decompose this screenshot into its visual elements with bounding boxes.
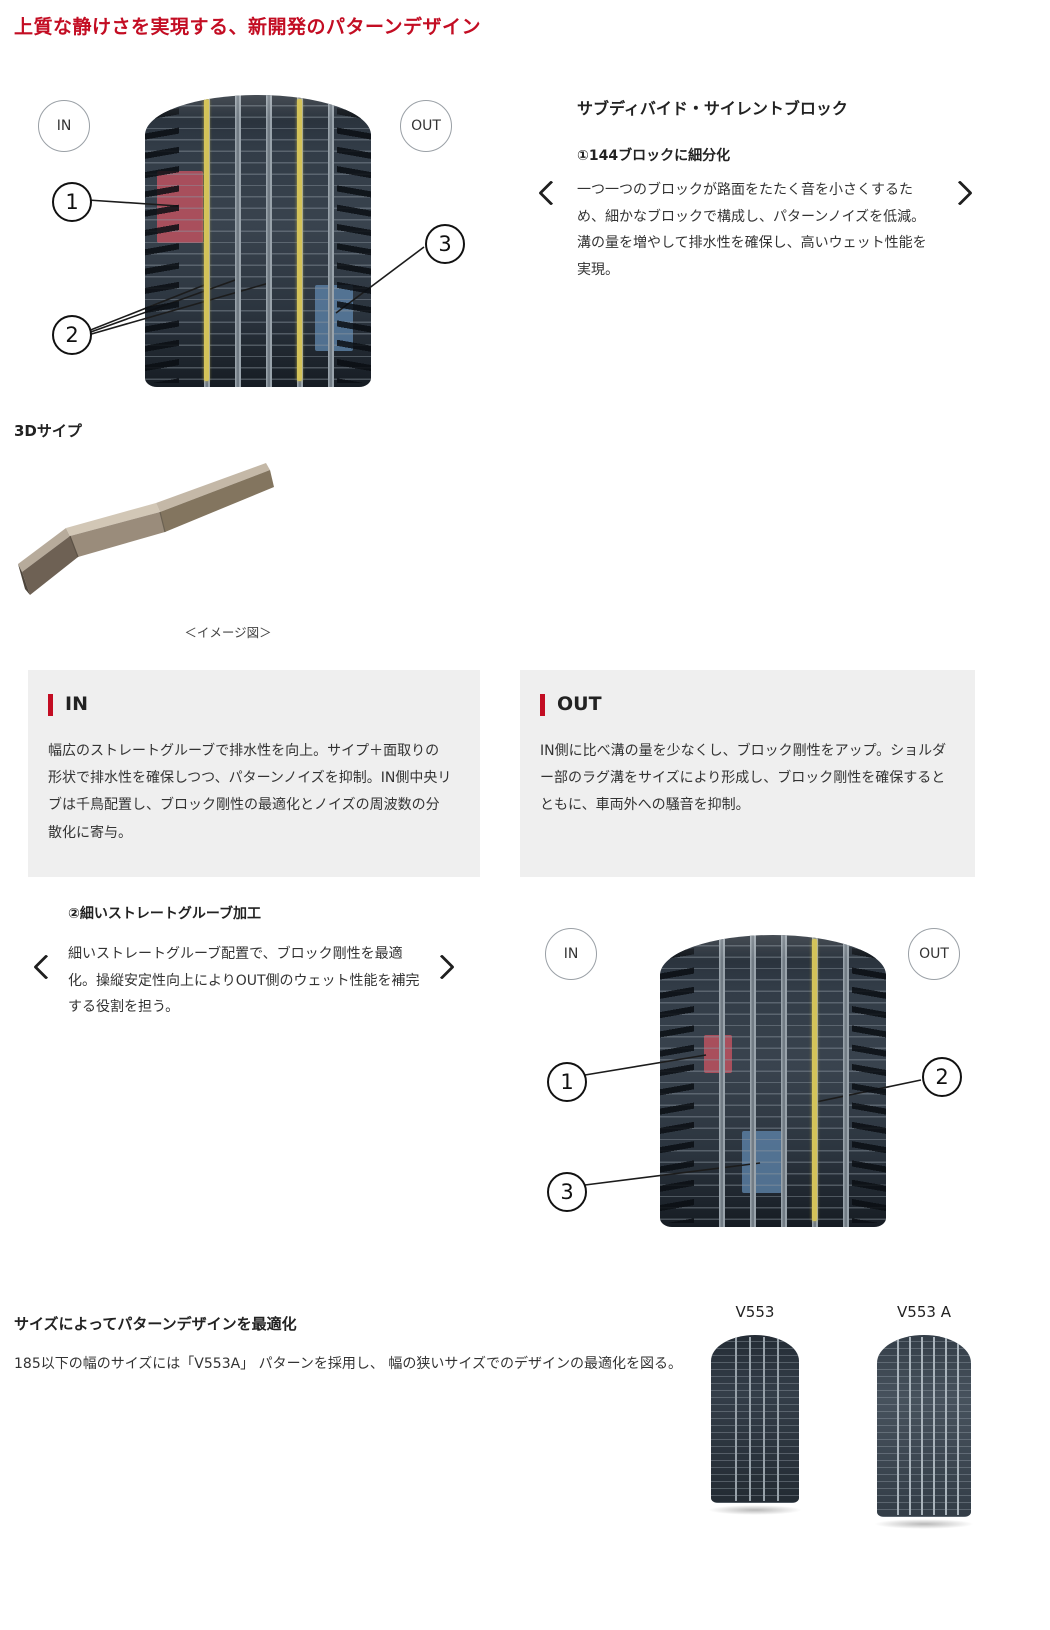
tire-shadow bbox=[873, 1519, 975, 1529]
carousel-2-next-button[interactable] bbox=[429, 947, 458, 987]
out-side-label: OUT bbox=[411, 118, 441, 134]
sipe-caption: ＜イメージ図＞ bbox=[184, 625, 272, 640]
chevron-right-icon bbox=[429, 954, 455, 980]
tire-grooves-texture bbox=[179, 95, 337, 387]
callout-3-number: 3 bbox=[560, 1180, 574, 1204]
tire-tread-image-2 bbox=[660, 935, 886, 1227]
in-side-label: IN bbox=[56, 118, 72, 134]
in-box-title: IN bbox=[48, 693, 452, 716]
out-side-badge: OUT bbox=[908, 928, 960, 980]
tire-shoulder-left bbox=[660, 941, 694, 1223]
size-heading: サイズによってパターンデザインを最適化 bbox=[14, 1315, 297, 1333]
tire-tread-image-1 bbox=[145, 95, 371, 387]
highlight-yellow-groove bbox=[204, 99, 209, 381]
callout-2-number: 2 bbox=[65, 323, 79, 347]
in-side-badge: IN bbox=[38, 100, 90, 152]
callout-2: 2 bbox=[922, 1057, 962, 1097]
out-box: OUT IN側に比べ溝の量を少なくし、ブロック剛性をアップ。ショルダー部のラグ溝… bbox=[520, 670, 975, 878]
out-side-badge: OUT bbox=[400, 100, 452, 152]
tire-v553a-image bbox=[877, 1335, 971, 1517]
carousel-1: サブディバイド・サイレントブロック ①144ブロックに細分化 一つ一つのブロック… bbox=[535, 95, 980, 283]
tire-grooves-texture bbox=[887, 1337, 961, 1515]
tire-grooves-texture bbox=[694, 935, 852, 1227]
sipe-figure: ＜イメージ図＞ bbox=[8, 452, 448, 641]
sipe-3d-image bbox=[18, 463, 274, 595]
tire-shoulder-right bbox=[852, 941, 886, 1223]
callout-3: 3 bbox=[425, 224, 465, 264]
tire-v553a-figure: V553 A bbox=[868, 1303, 980, 1529]
callout-1: 1 bbox=[52, 182, 92, 222]
page-title: 上質な静けさを実現する、新開発のパターンデザイン bbox=[14, 16, 482, 38]
tire-diagram-2: IN OUT 1 3 2 bbox=[530, 905, 1030, 1245]
out-box-title: OUT bbox=[540, 693, 947, 716]
callout-1: 1 bbox=[547, 1062, 587, 1102]
out-side-label: OUT bbox=[919, 946, 949, 962]
highlight-yellow-groove bbox=[812, 939, 817, 1221]
carousel-2: ②細いストレートグルーブ加工 細いストレートグルーブ配置で、ブロック剛性を最適化… bbox=[30, 903, 500, 1021]
in-side-label: IN bbox=[563, 946, 579, 962]
sipe-heading: 3Dサイプ bbox=[14, 422, 82, 440]
callout-1-number: 1 bbox=[560, 1070, 574, 1094]
chevron-left-icon bbox=[538, 180, 564, 206]
in-out-boxes: IN 幅広のストレートグルーブで排水性を向上。サイプ＋面取りの形状で排水性を確保… bbox=[28, 670, 975, 878]
tire-v553-image bbox=[711, 1335, 799, 1503]
tire-grooves-texture bbox=[723, 1337, 787, 1501]
tire-shoulder-right bbox=[337, 101, 371, 383]
size-section: サイズによってパターンデザインを最適化 185以下の幅のサイズには「V553A」… bbox=[0, 1295, 1050, 1630]
chevron-left-icon bbox=[33, 954, 59, 980]
tire-shoulder-left bbox=[145, 101, 179, 383]
in-box-body: 幅広のストレートグルーブで排水性を向上。サイプ＋面取りの形状で排水性を確保しつつ… bbox=[48, 742, 452, 841]
tire-shadow bbox=[708, 1505, 802, 1515]
callout-3-number: 3 bbox=[438, 232, 452, 256]
carousel-1-prev-button[interactable] bbox=[535, 173, 564, 213]
carousel-2-prev-button[interactable] bbox=[30, 947, 59, 987]
out-box-body: IN側に比べ溝の量を少なくし、ブロック剛性をアップ。ショルダー部のラグ溝をサイズ… bbox=[540, 742, 947, 814]
chevron-right-icon bbox=[947, 180, 973, 206]
callout-1-number: 1 bbox=[65, 190, 79, 214]
tire-v553-figure: V553 bbox=[703, 1303, 807, 1515]
tire-diagram-1: IN OUT 1 2 3 bbox=[20, 85, 500, 415]
tire-v553-label: V553 bbox=[735, 1303, 775, 1321]
tire-crown-highlight bbox=[660, 935, 886, 961]
carousel-1-slide: サブディバイド・サイレントブロック ①144ブロックに細分化 一つ一つのブロック… bbox=[577, 95, 934, 283]
tire-crown-highlight bbox=[145, 95, 371, 121]
subdivide-heading: サブディバイド・サイレントブロック bbox=[577, 99, 848, 118]
callout-2: 2 bbox=[52, 315, 92, 355]
in-side-badge: IN bbox=[545, 928, 597, 980]
thin-groove-subheading: ②細いストレートグルーブ加工 bbox=[68, 906, 262, 922]
highlight-yellow-groove bbox=[297, 99, 302, 381]
subdivide-subheading: ①144ブロックに細分化 bbox=[577, 148, 731, 164]
in-box: IN 幅広のストレートグルーブで排水性を向上。サイプ＋面取りの形状で排水性を確保… bbox=[28, 670, 480, 878]
callout-3: 3 bbox=[547, 1172, 587, 1212]
callout-2-number: 2 bbox=[935, 1065, 949, 1089]
tire-v553a-label: V553 A bbox=[897, 1303, 951, 1321]
subdivide-body: 一つ一つのブロックが路面をたたく音を小さくするため、細かなブロックで構成し、パタ… bbox=[577, 182, 927, 278]
carousel-1-next-button[interactable] bbox=[947, 173, 976, 213]
thin-groove-body: 細いストレートグルーブ配置で、ブロック剛性を最適化。操縦安定性向上によりOUT側… bbox=[68, 946, 420, 1016]
size-body: 185以下の幅のサイズには「V553A」 パターンを採用し、 幅の狭いサイズでの… bbox=[14, 1356, 682, 1372]
